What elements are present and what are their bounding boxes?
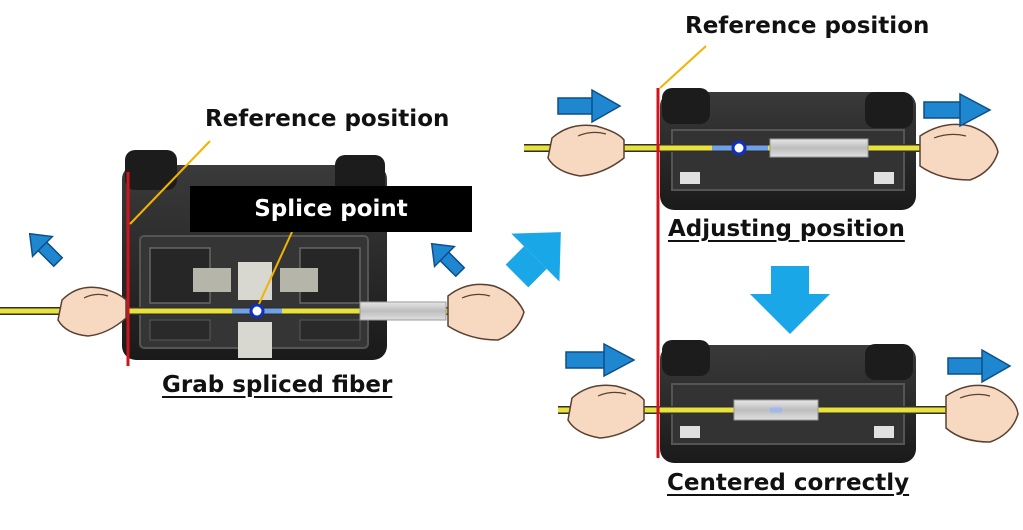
right-arrow-icon xyxy=(565,342,636,378)
reference-leader-right xyxy=(659,45,707,89)
adjusting-position-label: Adjusting position xyxy=(668,216,905,242)
reference-leader-left xyxy=(129,140,211,225)
reference-position-label-right: Reference position xyxy=(685,13,930,39)
up-left-arrow-icon xyxy=(28,232,64,268)
splice-point-icon xyxy=(731,140,747,156)
hand-icon xyxy=(567,384,645,439)
up-right-arrow-icon xyxy=(505,232,561,288)
down-arrow-icon xyxy=(750,266,830,334)
reference-position-label-left: Reference position xyxy=(205,106,450,132)
splice-point-label: Splice point xyxy=(190,186,472,232)
centered-correctly-label: Centered correctly xyxy=(667,470,910,496)
splice-point-icon xyxy=(249,303,265,319)
hand-icon xyxy=(547,124,625,177)
right-arrow-icon xyxy=(557,88,622,124)
hand-icon xyxy=(945,384,1019,443)
hand-icon xyxy=(919,123,999,181)
hand-icon xyxy=(57,286,127,337)
right-arrow-icon xyxy=(947,348,1012,384)
hand-icon xyxy=(447,283,525,341)
right-arrow-icon xyxy=(923,92,992,128)
splice-leader xyxy=(258,231,293,305)
up-left-arrow-icon xyxy=(430,242,466,278)
left-splicer-machine xyxy=(122,150,387,360)
grab-spliced-fiber-label: Grab spliced fiber xyxy=(162,372,393,398)
